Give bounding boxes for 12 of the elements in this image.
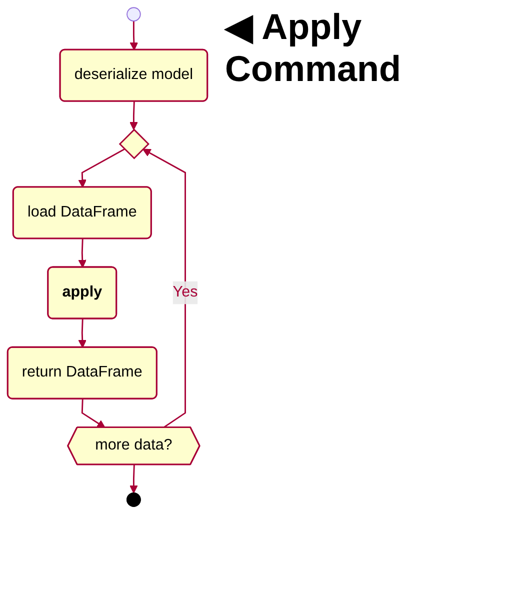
arrow <box>78 318 87 348</box>
arrow <box>130 102 138 130</box>
node-circle <box>126 7 141 22</box>
diagram-title: ◀ Apply Command <box>225 6 402 90</box>
arrow <box>142 148 186 428</box>
arrow <box>130 464 138 494</box>
edge-label: Yes <box>172 284 198 300</box>
arrow <box>81 399 106 428</box>
arrow <box>130 20 138 50</box>
arrow <box>78 238 87 268</box>
node-diamond <box>118 128 150 160</box>
arrow <box>78 148 125 188</box>
